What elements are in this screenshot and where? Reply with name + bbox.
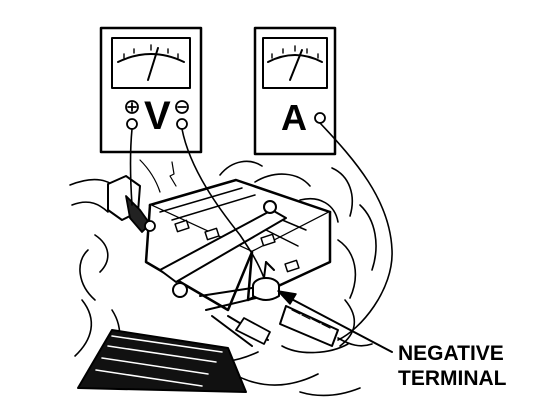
minus-in-circle-icon bbox=[175, 100, 189, 114]
voltmeter bbox=[99, 26, 203, 154]
ammeter-needle bbox=[289, 49, 303, 81]
ammeter-scale-arc bbox=[267, 54, 323, 63]
voltmeter-scale-arc bbox=[117, 53, 185, 63]
voltmeter-positive-lead bbox=[129, 128, 133, 206]
ammeter-clip-lead bbox=[337, 337, 373, 347]
negative-cable bbox=[199, 287, 257, 311]
negative-terminal bbox=[199, 261, 373, 347]
callout-label-line-1: NEGATIVE bbox=[398, 342, 504, 365]
test-leads bbox=[129, 122, 393, 341]
voltmeter-needle bbox=[147, 47, 159, 81]
voltmeter-label: V bbox=[144, 94, 171, 138]
battery-hold-down-bar bbox=[159, 209, 287, 283]
callout-label-line-2: TERMINAL bbox=[398, 367, 507, 390]
lower-left-component bbox=[77, 329, 247, 393]
voltmeter-negative-lead bbox=[181, 128, 265, 279]
plus-in-circle-icon bbox=[125, 100, 139, 114]
ammeter-lead bbox=[319, 122, 393, 341]
ammeter bbox=[253, 26, 337, 156]
callout-arrow bbox=[277, 290, 393, 353]
ammeter-label: A bbox=[281, 97, 307, 138]
